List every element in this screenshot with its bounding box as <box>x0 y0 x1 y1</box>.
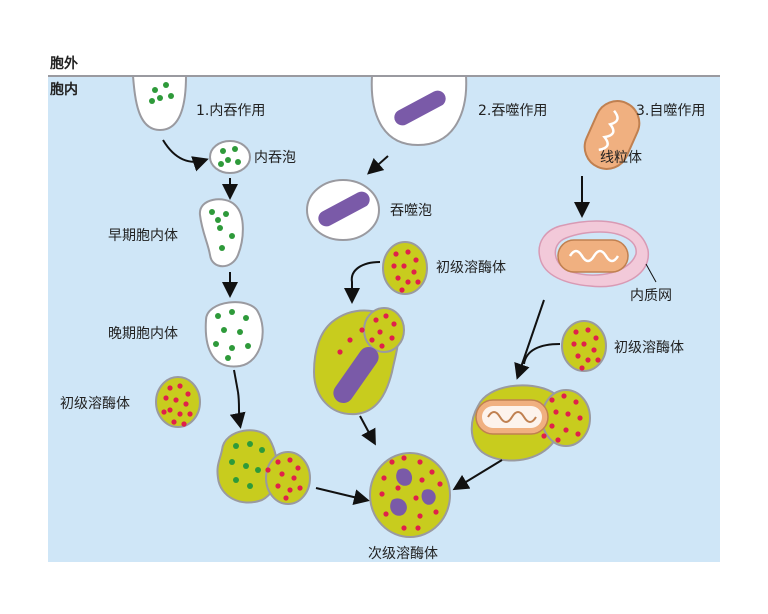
label-extracellular: 胞外 <box>50 56 78 72</box>
phagolysosome-enzymes <box>337 313 397 355</box>
secondary-lysosome-enzymes <box>379 455 443 531</box>
arrow <box>514 299 545 380</box>
bacterium-icon <box>394 90 446 126</box>
label-primary-lysosome: 初级溶酶体 <box>614 340 684 356</box>
er-pointer <box>645 263 657 283</box>
arrow <box>229 391 246 429</box>
label-phagocytosis: 2.吞噬作用 <box>478 103 548 119</box>
autolysosome-lysosome-lobe <box>541 389 591 447</box>
arrow <box>359 415 376 446</box>
arrow <box>523 343 561 365</box>
label-autophagy: 3.自噬作用 <box>636 103 706 119</box>
mitochondrion-icon <box>583 100 641 170</box>
autolysosome-enzymes <box>541 393 583 443</box>
lysosome-enzymes <box>161 383 193 427</box>
arrow <box>162 139 209 172</box>
label-phagosome: 吞噬泡 <box>390 203 432 219</box>
label-primary-lysosome: 初级溶酶体 <box>436 260 506 276</box>
arrow <box>344 261 381 304</box>
bacterium-icon <box>318 191 370 227</box>
label-early-endosome: 早期胞内体 <box>108 228 178 244</box>
digested-fragments <box>390 468 436 516</box>
label-mitochondrion: 线粒体 <box>600 150 642 166</box>
arrow <box>367 155 389 175</box>
mitochondrion-icon <box>475 399 549 435</box>
early-endosome <box>198 198 244 268</box>
vesicle-cargo <box>218 146 241 167</box>
arrow <box>315 487 370 505</box>
arrow <box>233 369 239 393</box>
arrow <box>452 459 503 491</box>
lysosome-enzymes <box>571 327 601 371</box>
label-secondary-lysosome: 次级溶酶体 <box>368 546 438 562</box>
bacterium-icon <box>333 346 379 404</box>
mitochondrion-icon <box>557 239 629 273</box>
fusion-enzymes <box>265 457 303 501</box>
endocytic-vesicle <box>209 140 251 174</box>
label-primary-lysosome: 初级溶酶体 <box>60 396 130 412</box>
label-er: 内质网 <box>630 288 672 304</box>
endocytosis-invagination <box>131 75 188 132</box>
secondary-lysosome <box>369 452 451 538</box>
label-endocytosis: 1.内吞作用 <box>196 103 266 119</box>
label-late-endosome: 晚期胞内体 <box>108 326 178 342</box>
label-endocytic-vesicle: 内吞泡 <box>254 150 296 166</box>
late-endosome-cargo <box>213 309 251 361</box>
fusion-cargo <box>229 441 265 489</box>
lysosome-enzymes <box>391 249 421 293</box>
early-endosome-cargo <box>209 209 235 251</box>
label-intracellular: 胞内 <box>50 82 78 98</box>
fusing-lysosome <box>265 451 311 505</box>
invagination-cargo <box>149 82 174 104</box>
